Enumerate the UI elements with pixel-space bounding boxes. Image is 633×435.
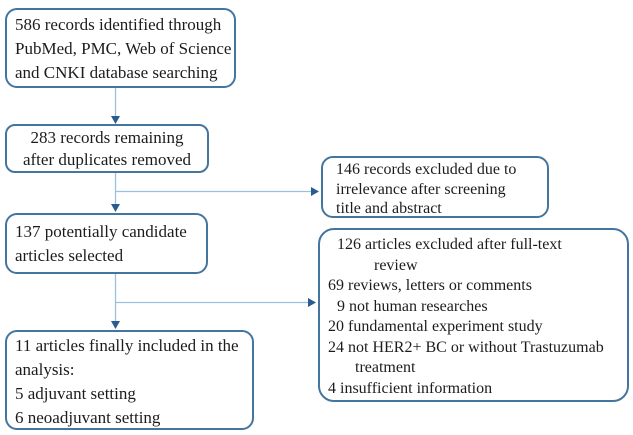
- box-text-line: PubMed, PMC, Web of Science: [15, 39, 232, 58]
- arrowhead-down-3-icon: [111, 321, 120, 329]
- box-text-line: 5 adjuvant setting: [15, 384, 136, 403]
- arrowhead-right-1-icon: [311, 187, 319, 196]
- box-text-line: review: [374, 256, 418, 274]
- box-finally-included: 11 articles finally included in the anal…: [5, 330, 254, 430]
- arrowhead-down-1-icon: [111, 116, 120, 124]
- box-excluded-screening: 146 records excluded due to irrelevance …: [321, 156, 549, 218]
- box-records-identified: 586 records identified through PubMed, P…: [5, 8, 236, 88]
- box-text-line: irrelevance after screening: [336, 180, 506, 198]
- box-text-line: 69 reviews, letters or comments: [328, 277, 532, 294]
- box-text-line: and CNKI database searching: [15, 63, 218, 82]
- box-text-line: 146 records excluded due to: [336, 161, 517, 178]
- arrowhead-down-2-icon: [111, 204, 120, 212]
- box-text-line: analysis:: [15, 360, 75, 379]
- arrowhead-right-2-icon: [308, 298, 316, 307]
- box-text-line: treatment: [355, 359, 416, 376]
- box-text-line: 586 records identified through: [15, 15, 222, 34]
- box-duplicates-removed: 283 records remaining after duplicates r…: [5, 124, 209, 173]
- box-text-line: 9 not human researches: [337, 297, 488, 315]
- box-text-line: 6 neoadjuvant setting: [15, 408, 161, 427]
- box-excluded-fulltext: 126 articles excluded after full-text re…: [318, 228, 629, 402]
- box-text-line: 24 not HER2+ BC or without Trastuzumab: [328, 338, 604, 356]
- box-text-line: 4 insufficient information: [328, 379, 493, 397]
- box-text-line: 283 records remaining: [30, 127, 184, 147]
- box-candidate-articles: 137 potentially candidate articles selec…: [5, 213, 208, 274]
- box-text-line: after duplicates removed: [22, 149, 192, 169]
- box-text-line: title and abstract: [336, 200, 442, 217]
- box-text-line: 137 potentially candidate: [15, 222, 187, 241]
- box-text-line: articles selected: [15, 246, 124, 265]
- box-text-line: 20 fundamental experiment study: [328, 318, 543, 335]
- box-text-line: 126 articles excluded after full-text: [337, 236, 562, 253]
- box-text-line: 11 articles finally included in the: [15, 336, 239, 355]
